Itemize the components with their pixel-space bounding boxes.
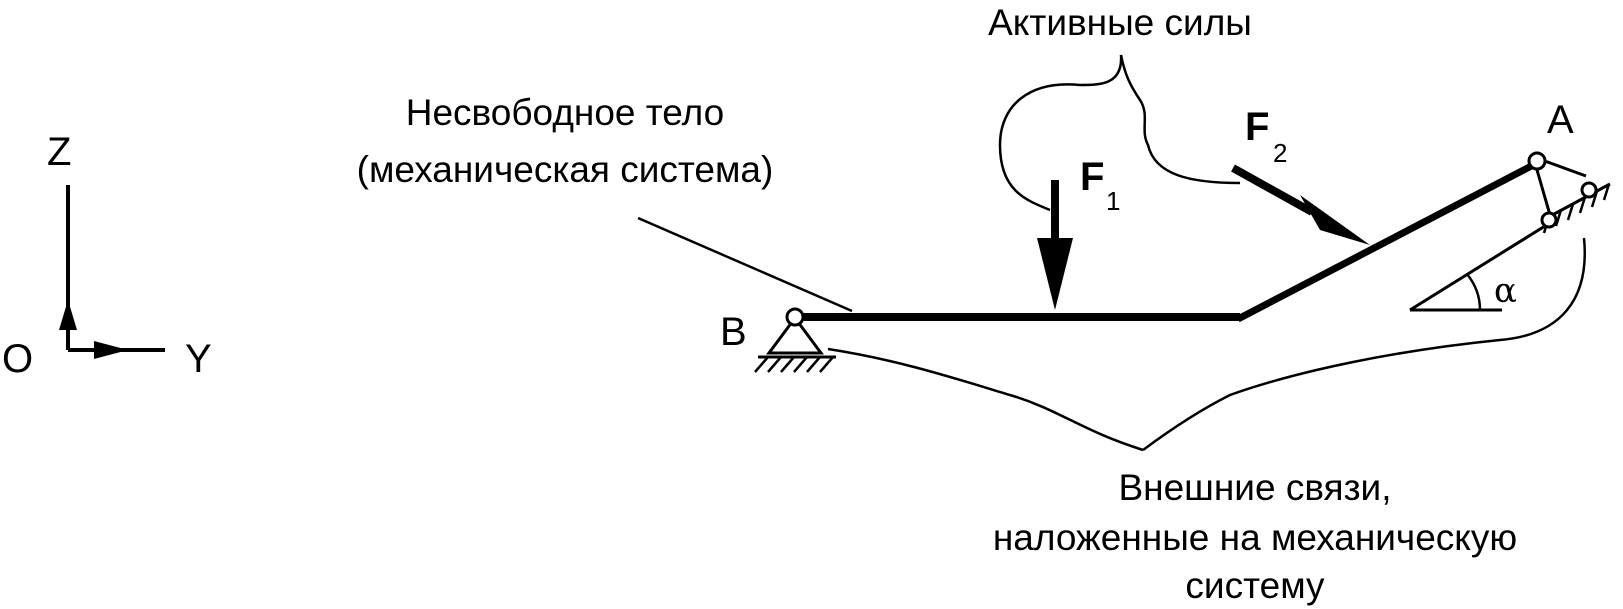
angle-arc [1466, 273, 1482, 311]
force-f1-arrowhead [1037, 238, 1073, 310]
hinge-a [1527, 151, 1547, 171]
leader-lines [637, 54, 1586, 452]
point-b-label: B [720, 310, 747, 354]
constraints-leader-left [827, 347, 1144, 452]
body-leader [637, 216, 853, 313]
roller-link-right [1541, 158, 1587, 178]
hinge-b [785, 307, 805, 327]
angle-incline-line [1409, 224, 1546, 312]
force-f2: F 2 [1231, 105, 1370, 245]
angle-alpha: α [1409, 224, 1546, 312]
angle-alpha-label: α [1494, 271, 1517, 311]
ground-hatching [754, 356, 834, 373]
force-f2-arrowhead [1300, 195, 1370, 245]
pin-support-b: B [720, 307, 836, 373]
active-forces-leader-right [1119, 54, 1241, 185]
y-unit-arrowhead [94, 341, 128, 359]
force-f1-index: 1 [1106, 186, 1120, 216]
force-f2-label: F [1245, 105, 1269, 149]
callout-texts: Активные силы Несвободное тело (механиче… [357, 2, 1517, 606]
roller-wheel-1 [1540, 211, 1558, 229]
pin-support-triangle [766, 315, 824, 355]
constraints-label-line2: наложенные на механическую [993, 517, 1517, 558]
roller-support-a: A [1527, 98, 1611, 234]
beam [790, 157, 1543, 323]
roller-wheel-2 [1580, 181, 1598, 199]
constraints-label-line3: систему [1185, 565, 1325, 606]
body-label-line2: (механическая система) [357, 149, 774, 190]
body-label-line1: Несвободное тело [406, 92, 725, 133]
z-axis-label: Z [47, 130, 71, 174]
constraints-leader-right [1142, 237, 1586, 452]
constraints-label-line1: Внешние связи, [1118, 467, 1391, 508]
origin-label: O [2, 337, 33, 381]
coordinate-axes: Z Y O [2, 130, 212, 381]
force-f1-label: F [1080, 155, 1104, 199]
y-axis-label: Y [185, 337, 212, 381]
active-forces-label: Активные силы [988, 2, 1252, 43]
z-unit-arrowhead [59, 300, 77, 330]
force-f2-index: 2 [1273, 138, 1287, 168]
roller-link-left [1533, 162, 1552, 216]
force-f2-shaft [1231, 164, 1314, 216]
point-a-label: A [1547, 98, 1574, 142]
force-f1: F 1 [1037, 155, 1120, 310]
active-forces-leader-left [998, 54, 1123, 212]
beam-inclined-segment [1236, 157, 1543, 323]
